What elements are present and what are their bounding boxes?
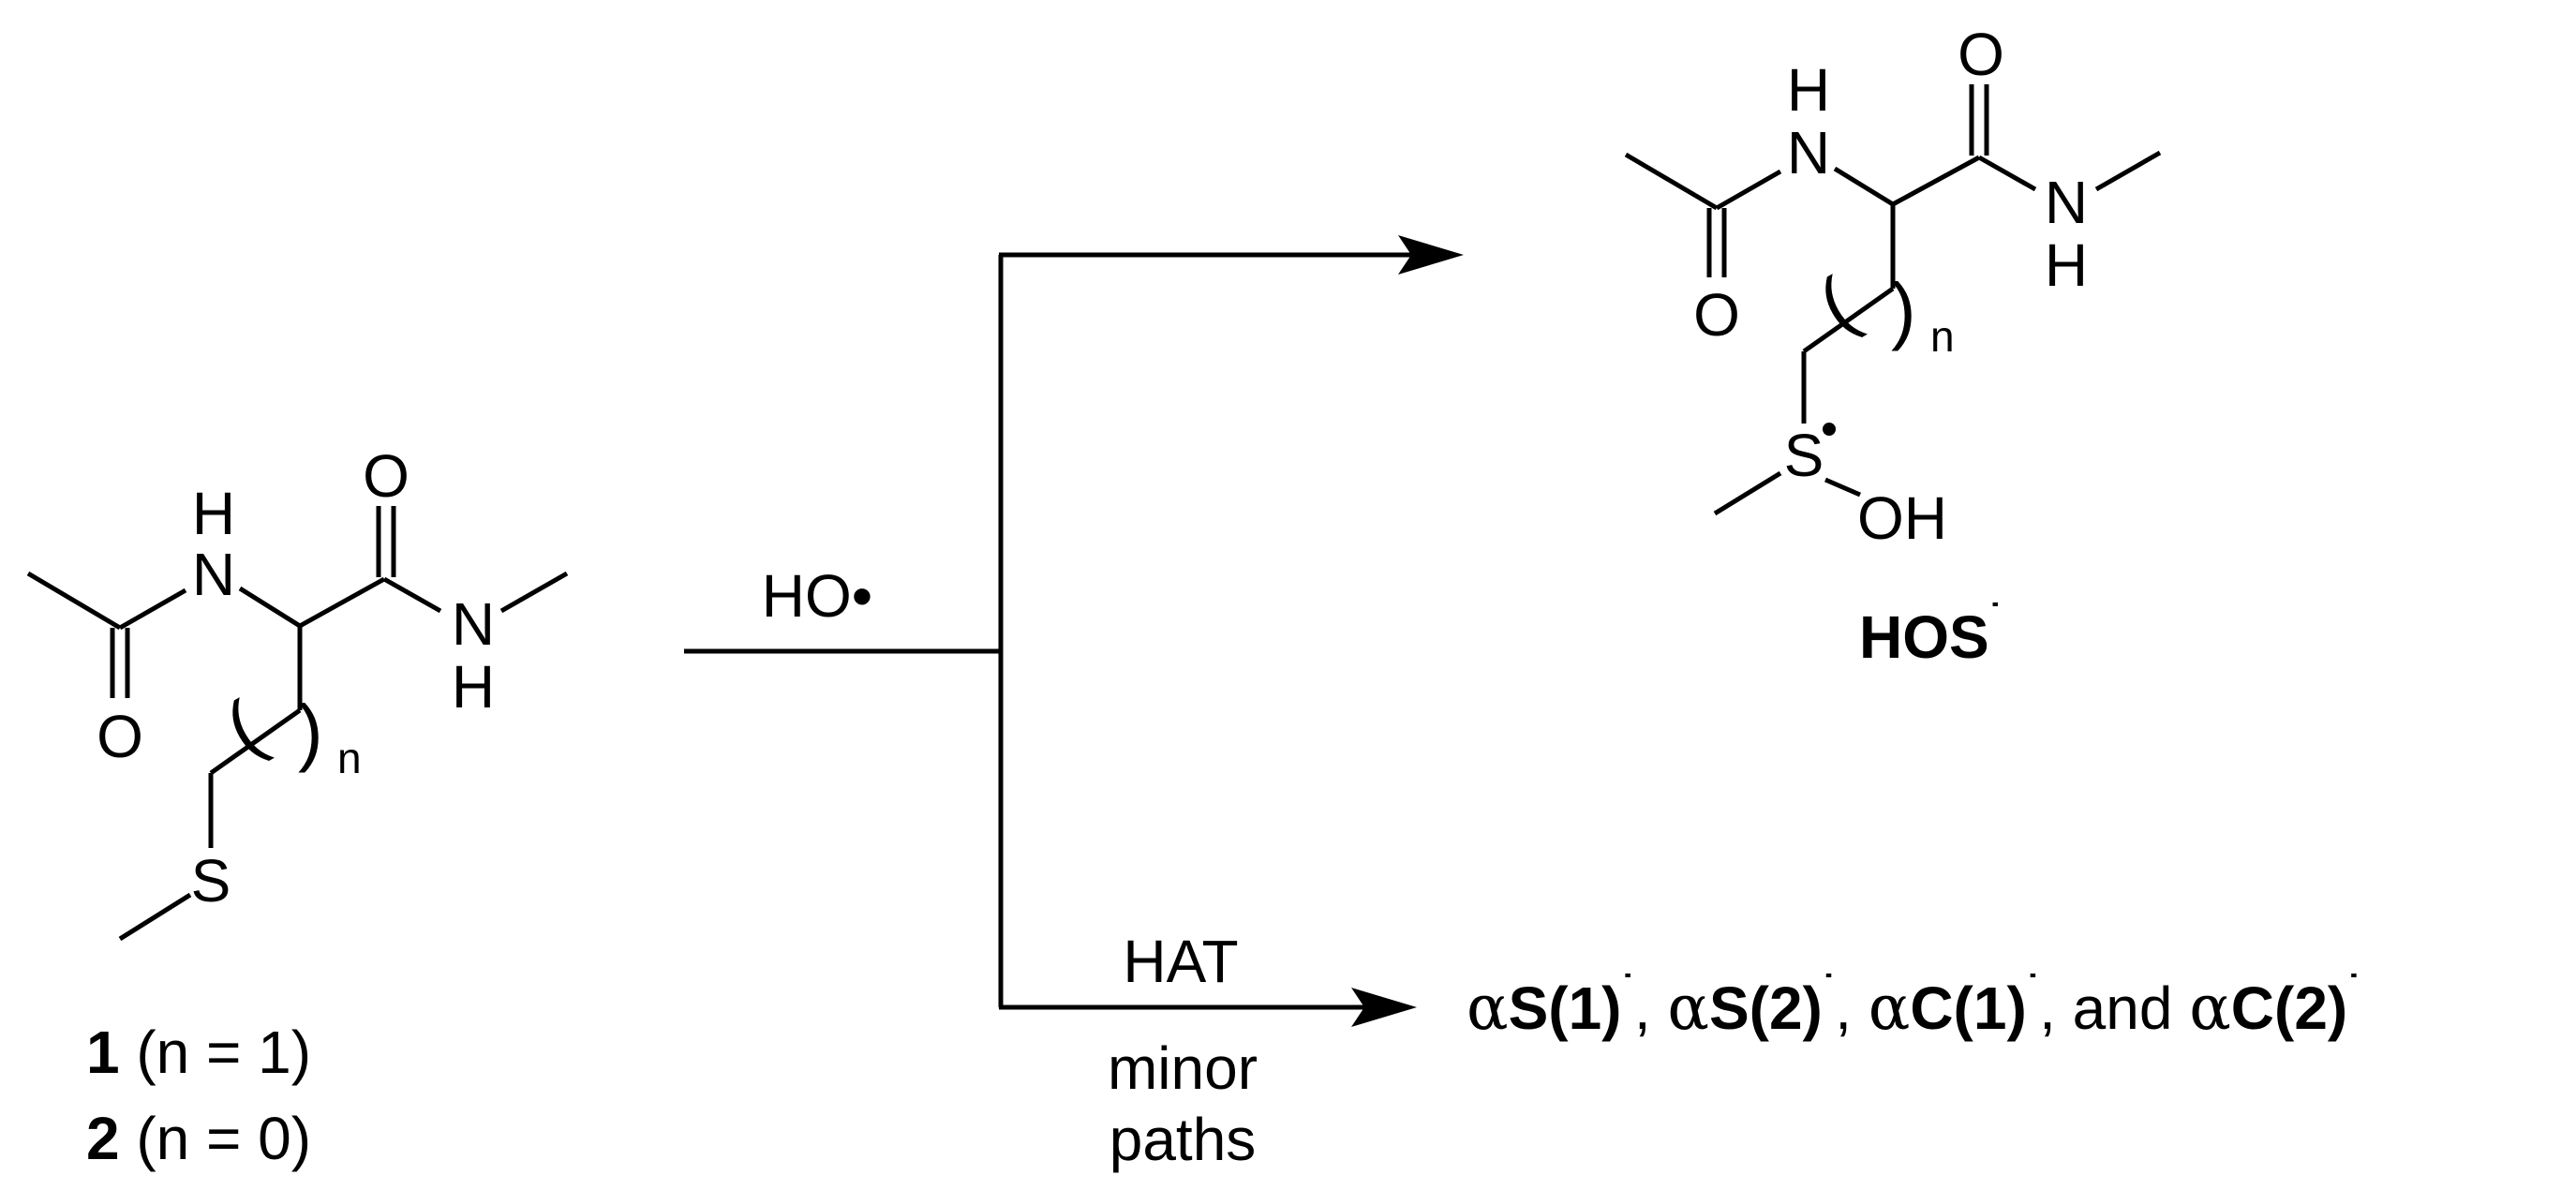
bond bbox=[2094, 150, 2162, 192]
bond bbox=[1715, 169, 1782, 211]
branching-arrow bbox=[684, 235, 1464, 1027]
alpha-symbol: α bbox=[1667, 972, 1709, 1044]
alpha-symbol: α bbox=[1467, 972, 1509, 1044]
repeat-bracket-close: ) bbox=[298, 690, 323, 773]
atom-n: N bbox=[192, 541, 235, 608]
reactant-structure: N H O O N H S ( ) n bbox=[26, 442, 569, 942]
bond bbox=[238, 586, 302, 629]
bond bbox=[1824, 477, 1861, 498]
bond bbox=[26, 571, 122, 631]
compound-number: 1 bbox=[86, 1019, 120, 1086]
compound-number: 2 bbox=[86, 1105, 120, 1172]
atom-s: S bbox=[191, 847, 231, 915]
atom-s: S bbox=[1784, 422, 1824, 489]
arrow-head-lower bbox=[1351, 988, 1417, 1027]
product-alpha-s2: S(2) bbox=[1709, 974, 1823, 1042]
atom-o: O bbox=[1958, 21, 2004, 88]
atom-h: H bbox=[452, 653, 495, 721]
separator-and: , and bbox=[2039, 974, 2189, 1042]
separator: , bbox=[1634, 974, 1668, 1042]
minor-products-list: αS(1)˙, αS(2)˙, αC(1)˙, and αC(2)˙ bbox=[1467, 968, 2360, 1044]
compound-condition: (n = 0) bbox=[120, 1105, 312, 1172]
reagent-label: HO• bbox=[762, 562, 872, 630]
bond bbox=[499, 571, 569, 614]
bond bbox=[298, 576, 386, 629]
bond bbox=[118, 892, 192, 942]
atom-oh: OH bbox=[1857, 484, 1947, 552]
repeat-count: n bbox=[1930, 312, 1955, 361]
bond bbox=[382, 576, 442, 614]
bond bbox=[1802, 286, 1895, 354]
radical-mark: ˙ bbox=[1823, 968, 1835, 1009]
repeat-bracket-open: ( bbox=[212, 685, 275, 770]
compound-label-1: 1 (n = 1) bbox=[86, 1019, 311, 1086]
product-structure: N H O O N H S OH ( ) n bbox=[1624, 21, 2162, 552]
minor-paths-label-line1: minor bbox=[1108, 1034, 1258, 1102]
atom-o: O bbox=[363, 442, 409, 510]
product-alpha-c1: C(1) bbox=[1910, 974, 2026, 1042]
repeat-bracket-open: ( bbox=[1805, 261, 1869, 347]
radical-mark: ˙ bbox=[1621, 968, 1633, 1009]
repeat-count: n bbox=[337, 734, 362, 782]
product-alpha-s1: S(1) bbox=[1509, 974, 1622, 1042]
atom-h: H bbox=[2045, 231, 2088, 299]
atom-n: N bbox=[1787, 119, 1830, 186]
alpha-symbol: α bbox=[2189, 972, 2231, 1044]
arrow-head-upper bbox=[1398, 235, 1464, 275]
compound-condition: (n = 1) bbox=[120, 1019, 312, 1086]
atom-n: N bbox=[452, 590, 495, 658]
bond bbox=[1713, 470, 1782, 516]
bond bbox=[209, 707, 302, 776]
bond bbox=[1833, 166, 1895, 207]
radical-dot bbox=[1823, 423, 1836, 436]
atom-h: H bbox=[192, 480, 235, 547]
radical-mark: ˙ bbox=[1989, 597, 2002, 638]
bond bbox=[1977, 155, 2037, 192]
radical-mark: ˙ bbox=[2347, 968, 2360, 1009]
alpha-symbol: α bbox=[1869, 972, 1911, 1044]
hat-label: HAT bbox=[1123, 928, 1238, 995]
minor-paths-label-line2: paths bbox=[1109, 1106, 1257, 1173]
repeat-bracket-close: ) bbox=[1891, 268, 1916, 351]
radical-mark: ˙ bbox=[2027, 968, 2039, 1009]
atom-o: O bbox=[97, 703, 143, 770]
atom-h: H bbox=[1787, 56, 1830, 124]
product-name: HOS bbox=[1859, 603, 1989, 671]
atom-o: O bbox=[1693, 281, 1740, 349]
bond bbox=[1624, 152, 1719, 211]
bond bbox=[118, 588, 187, 631]
product-alpha-c2: C(2) bbox=[2231, 974, 2347, 1042]
compound-label-2: 2 (n = 0) bbox=[86, 1105, 311, 1172]
bond bbox=[1891, 155, 1981, 207]
separator: , bbox=[1835, 974, 1869, 1042]
atom-n: N bbox=[2045, 169, 2088, 236]
product-label: HOS˙ bbox=[1859, 597, 2002, 671]
